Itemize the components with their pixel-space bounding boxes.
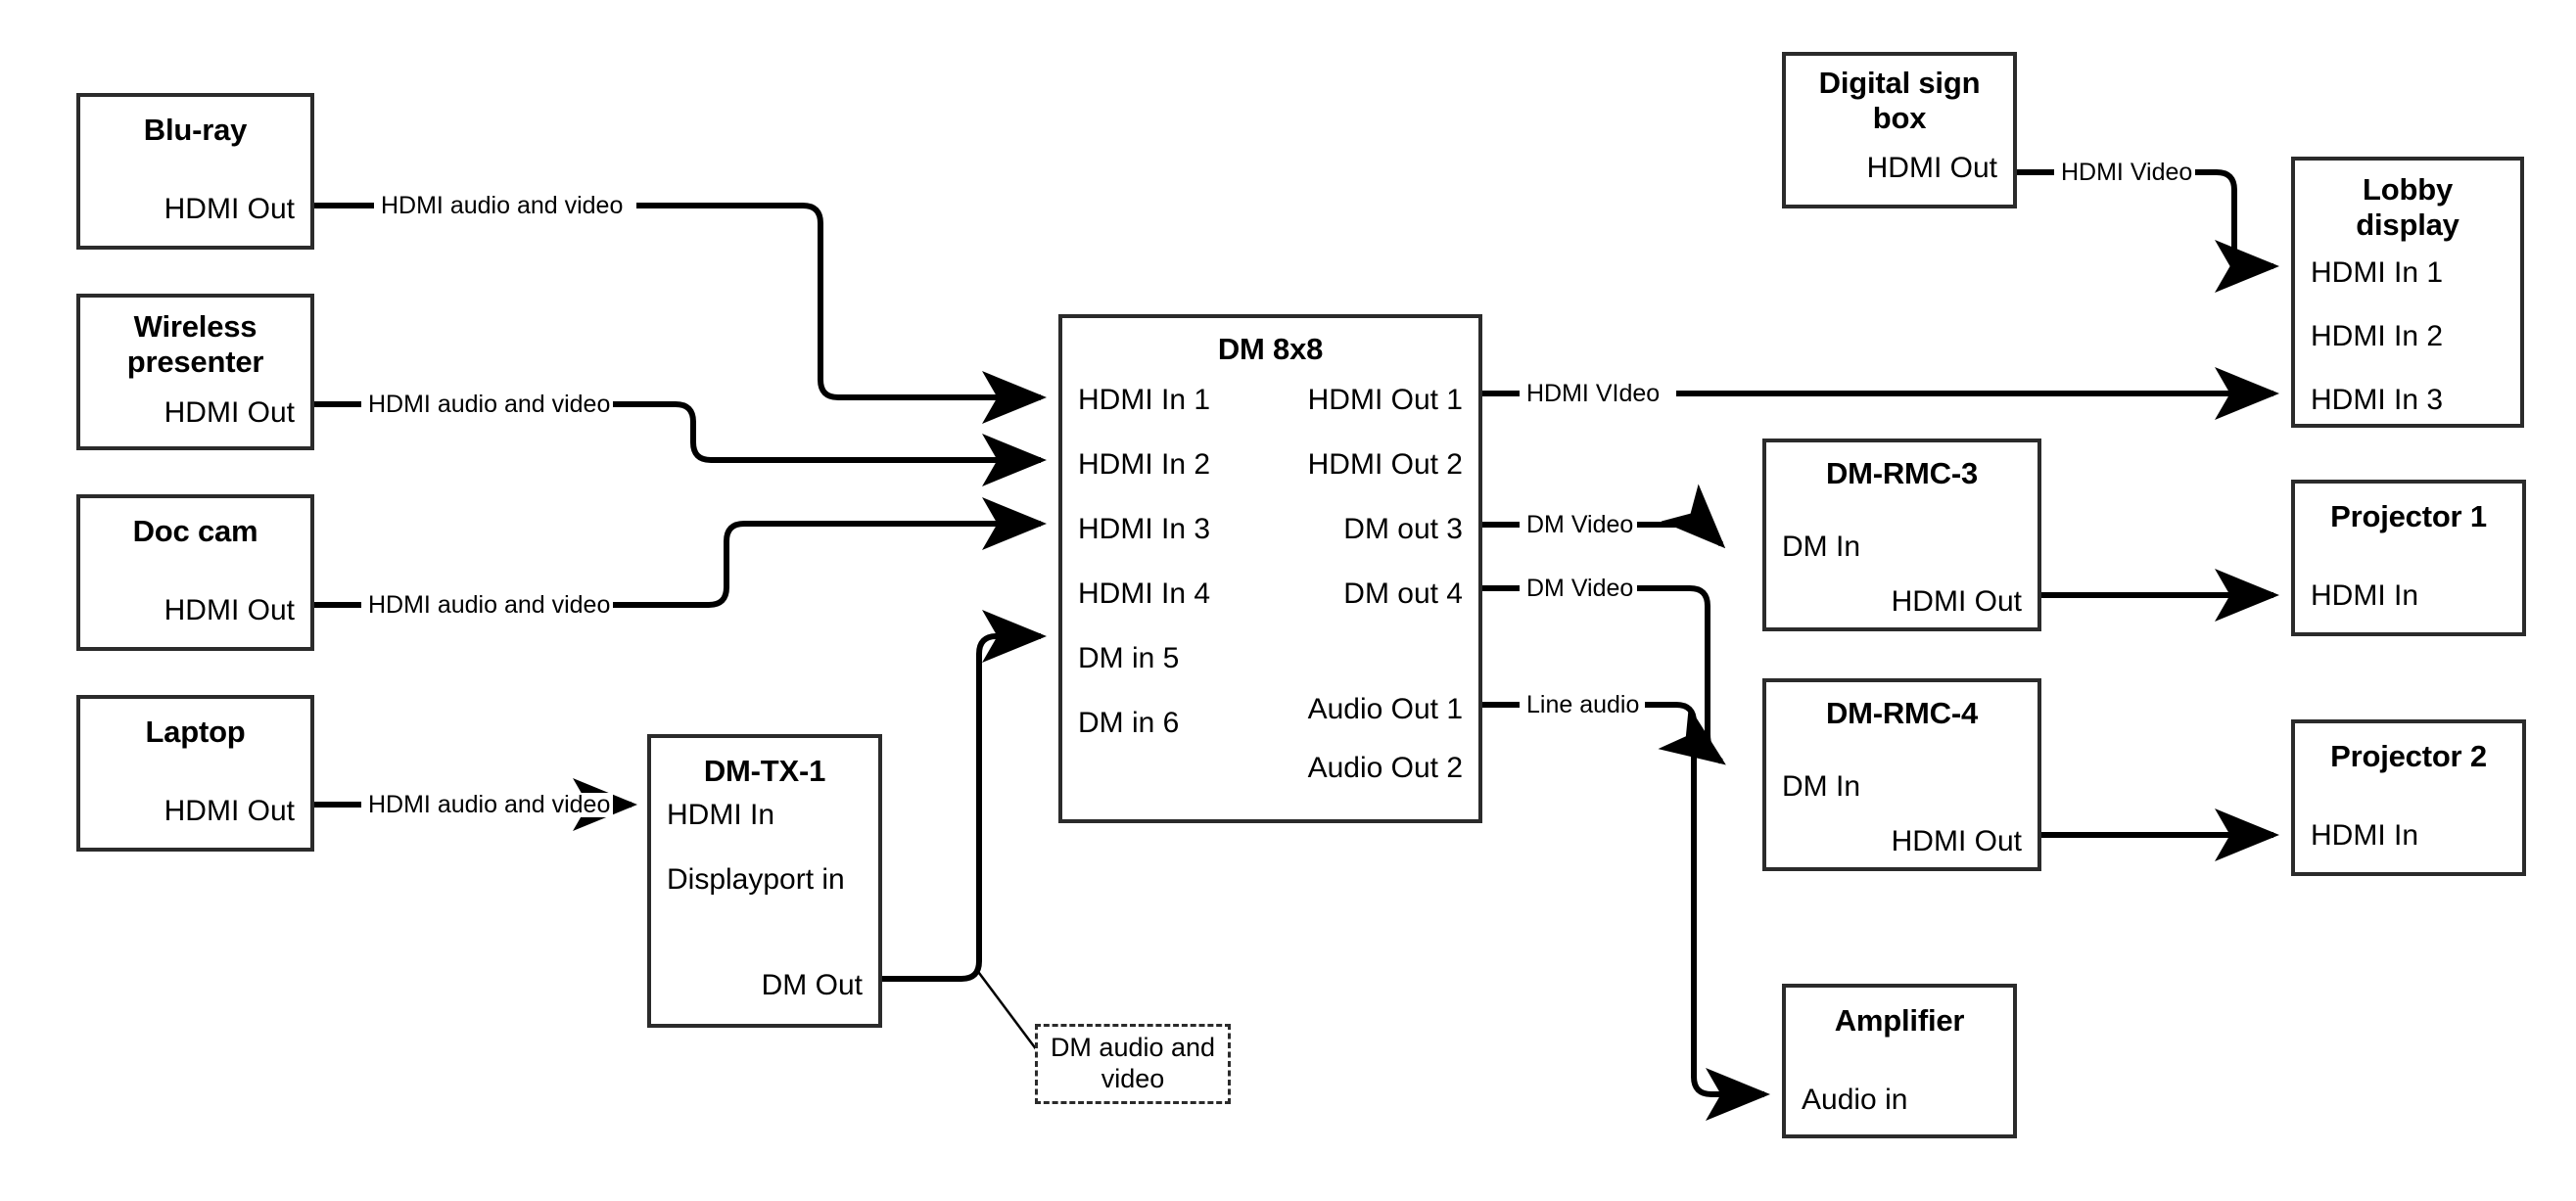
node-wireless-presenter-title-line1: Wireless <box>133 309 258 344</box>
node-lobby-display-port-hdmi-in-3: HDMI In 3 <box>2311 384 2444 416</box>
leader-line-to-note <box>974 968 1042 1055</box>
node-dm-8x8-port-dm-in-6: DM in 6 <box>1078 707 1180 739</box>
edge-label-dm-video-4: DM Video <box>1523 577 1637 601</box>
line-audioout1-to-amp-b <box>1645 702 1770 1121</box>
node-projector-1-title: Projector 1 <box>2330 499 2487 533</box>
line-dmout3-to-rmc3-b <box>1637 484 1726 549</box>
node-doc-cam-port-hdmi-out: HDMI Out <box>164 594 295 626</box>
node-dm-8x8-title: DM 8x8 <box>1217 332 1324 366</box>
node-dm-rmc-4[interactable]: DM-RMC-4 DM In HDMI Out <box>1762 678 2041 871</box>
node-laptop-title: Laptop <box>145 715 246 749</box>
annotation-text-line2: video <box>1101 1064 1165 1093</box>
node-lobby-display-title-line2: display <box>2356 207 2459 242</box>
edge-label-line-audio: Line audio <box>1523 693 1643 717</box>
node-dm-tx-1-title: DM-TX-1 <box>703 754 826 788</box>
edge-label-hdmi-video-sign: HDMI Video <box>2058 161 2196 185</box>
node-dm-8x8-port-hdmi-in-2: HDMI In 2 <box>1078 448 1211 481</box>
node-dm-8x8-port-hdmi-in-3: HDMI In 3 <box>1078 513 1211 545</box>
node-lobby-display-port-hdmi-in-1: HDMI In 1 <box>2311 256 2444 289</box>
node-dm-tx-1[interactable]: DM-TX-1 HDMI In Displayport in DM Out <box>647 734 882 1028</box>
node-dm-rmc-3[interactable]: DM-RMC-3 DM In HDMI Out <box>1762 439 2041 631</box>
node-digital-sign-box[interactable]: Digital sign box HDMI Out <box>1782 52 2017 208</box>
node-laptop-port-hdmi-out: HDMI Out <box>164 795 295 827</box>
edge-label-dm-video-3: DM Video <box>1523 513 1637 537</box>
node-digital-sign-box-title: Digital sign box <box>1786 66 2013 136</box>
node-laptop[interactable]: Laptop HDMI Out <box>76 695 314 852</box>
node-projector-1-port-hdmi-in: HDMI In <box>2311 579 2419 612</box>
node-amplifier-title: Amplifier <box>1834 1003 1965 1038</box>
node-digital-sign-box-port-hdmi-out: HDMI Out <box>1866 152 1997 184</box>
node-projector-2-port-hdmi-in: HDMI In <box>2311 819 2419 852</box>
edge-label-laptop: HDMI audio and video <box>365 793 614 817</box>
node-lobby-display-title-line1: Lobby <box>2363 172 2453 207</box>
node-digital-sign-box-title-line2: box <box>1872 100 1927 135</box>
node-dm-8x8-port-hdmi-out-2: HDMI Out 2 <box>1307 448 1463 481</box>
line-bluray-to-dm-in1-b <box>636 203 1047 424</box>
node-dm-8x8-port-hdmi-in-1: HDMI In 1 <box>1078 384 1211 416</box>
node-dm-8x8-port-hdmi-in-4: HDMI In 4 <box>1078 577 1211 610</box>
line-tx-to-dm-in5 <box>882 610 1047 982</box>
annotation-text: DM audio and video <box>1051 1033 1215 1095</box>
node-doc-cam[interactable]: Doc cam HDMI Out <box>76 494 314 651</box>
node-dm-8x8-port-dm-out-4: DM out 4 <box>1343 577 1463 610</box>
line-dmout4-to-rmc4-b <box>1637 585 1726 765</box>
node-dm-8x8-port-audio-out-1: Audio Out 1 <box>1307 693 1463 725</box>
node-projector-2-title: Projector 2 <box>2330 739 2487 773</box>
node-projector-1[interactable]: Projector 1 HDMI In <box>2291 480 2526 636</box>
node-lobby-display[interactable]: Lobby display HDMI In 1 HDMI In 2 HDMI I… <box>2291 157 2524 428</box>
node-dm-8x8-port-hdmi-out-1: HDMI Out 1 <box>1307 384 1463 416</box>
node-dm-8x8[interactable]: DM 8x8 HDMI In 1 HDMI In 2 HDMI In 3 HDM… <box>1058 314 1482 823</box>
node-dm-rmc-4-port-hdmi-out: HDMI Out <box>1891 825 2022 857</box>
line-sign-to-lobby-in1-b <box>2193 169 2279 293</box>
node-blu-ray-title: Blu-ray <box>143 113 248 147</box>
node-wireless-presenter-title: Wireless presenter <box>80 309 310 380</box>
node-lobby-display-title: Lobby display <box>2295 172 2520 243</box>
node-lobby-display-port-hdmi-in-2: HDMI In 2 <box>2311 320 2444 352</box>
node-dm-8x8-port-dm-in-5: DM in 5 <box>1078 642 1180 674</box>
edge-label-bluray: HDMI audio and video <box>378 194 627 218</box>
node-blu-ray[interactable]: Blu-ray HDMI Out <box>76 93 314 250</box>
node-blu-ray-port-hdmi-out: HDMI Out <box>164 193 295 225</box>
node-dm-tx-1-port-dm-out: DM Out <box>761 969 863 1001</box>
node-dm-rmc-3-port-dm-in: DM In <box>1782 531 1861 563</box>
node-dm-rmc-3-port-hdmi-out: HDMI Out <box>1891 585 2022 618</box>
node-projector-2[interactable]: Projector 2 HDMI In <box>2291 719 2526 876</box>
node-dm-rmc-3-title: DM-RMC-3 <box>1825 456 1979 490</box>
line-doccam-to-dm-in3-b <box>604 497 1047 608</box>
node-wireless-presenter[interactable]: Wireless presenter HDMI Out <box>76 294 314 450</box>
node-digital-sign-box-title-line1: Digital sign <box>1818 66 1981 100</box>
annotation-dm-audio-and-video: DM audio and video <box>1035 1024 1231 1104</box>
node-dm-rmc-4-title: DM-RMC-4 <box>1825 696 1979 730</box>
node-amplifier[interactable]: Amplifier Audio in <box>1782 984 2017 1138</box>
node-doc-cam-title: Doc cam <box>132 514 258 548</box>
annotation-text-line1: DM audio and <box>1050 1033 1216 1063</box>
node-dm-tx-1-port-hdmi-in: HDMI In <box>667 799 775 831</box>
line-wireless-to-dm-in2-b <box>604 401 1047 486</box>
node-wireless-presenter-title-line2: presenter <box>126 344 264 379</box>
node-wireless-presenter-port-hdmi-out: HDMI Out <box>164 396 295 429</box>
edge-label-hdmi-video-out1: HDMI VIdeo <box>1523 382 1663 406</box>
node-dm-8x8-port-audio-out-2: Audio Out 2 <box>1307 752 1463 784</box>
node-dm-rmc-4-port-dm-in: DM In <box>1782 770 1861 803</box>
edge-label-doccam: HDMI audio and video <box>365 593 614 618</box>
node-amplifier-port-audio-in: Audio in <box>1802 1084 1908 1116</box>
edge-label-wireless: HDMI audio and video <box>365 393 614 417</box>
node-dm-tx-1-port-displayport-in: Displayport in <box>667 863 845 896</box>
node-dm-8x8-port-dm-out-3: DM out 3 <box>1343 513 1463 545</box>
